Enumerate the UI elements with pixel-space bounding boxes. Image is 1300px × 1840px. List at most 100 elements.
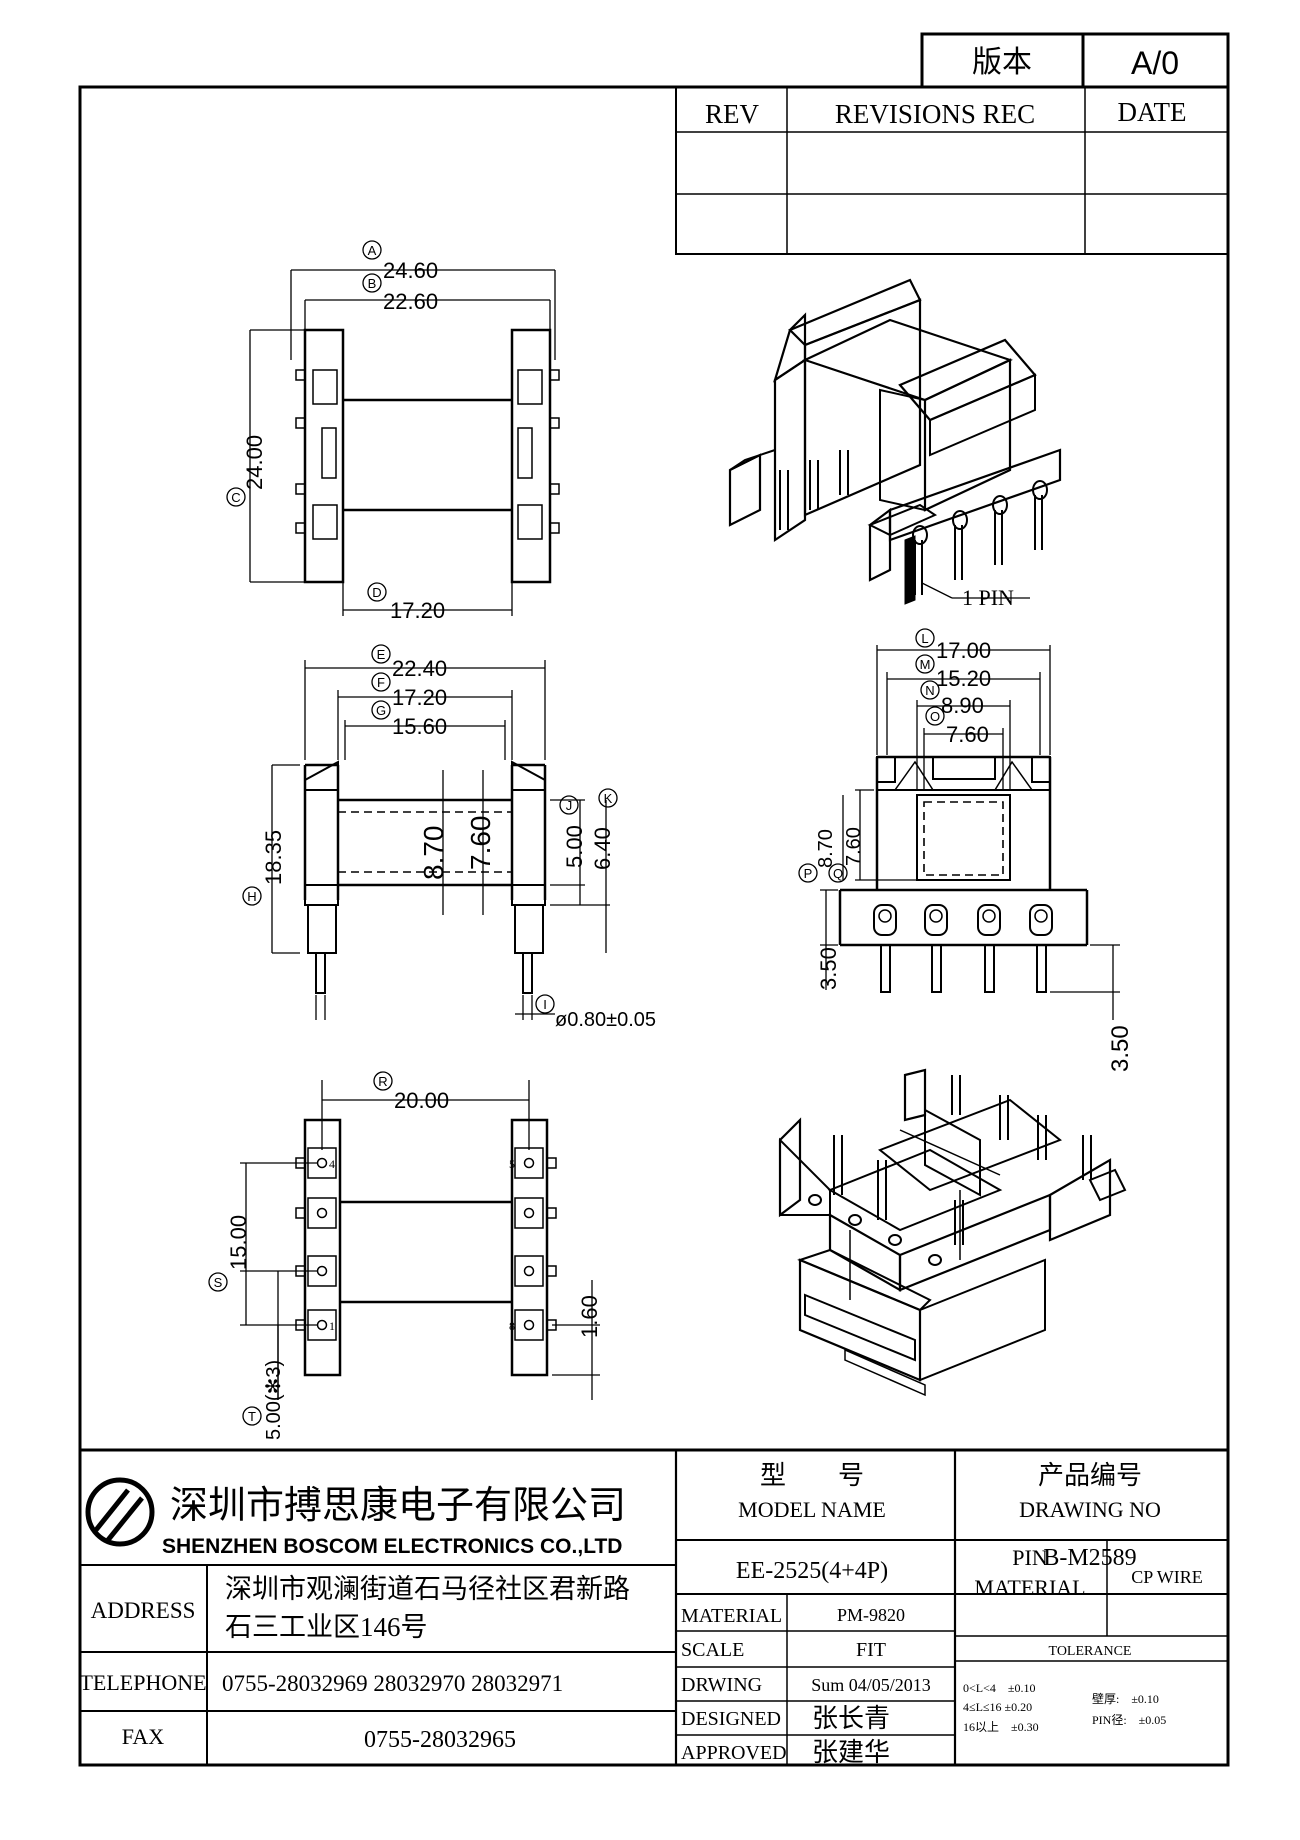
pin-5-label: 5: [509, 1157, 515, 1171]
dim-p: 8.70: [815, 829, 837, 868]
drawing-no-label-en: DRAWING NO: [1019, 1497, 1161, 1522]
bubble-a: A: [368, 243, 377, 258]
telephone-value: 0755-28032969 28032970 28032971: [222, 1671, 563, 1696]
address-label: ADDRESS: [91, 1598, 196, 1623]
pin-4-label: 4: [329, 1157, 335, 1171]
dim-pin-length-right: 3.50: [1107, 1025, 1134, 1072]
bubble-m: M: [920, 657, 931, 672]
model-value: EE-2525(4+4P): [736, 1558, 888, 1584]
drawing-no-label-cn: 产品编号: [1038, 1461, 1142, 1490]
bubble-j: J: [566, 798, 573, 813]
dim-m: 15.20: [936, 666, 991, 691]
bubble-e: E: [377, 647, 386, 662]
dim-s: 15.00: [226, 1215, 251, 1270]
bubble-q: Q: [833, 866, 843, 881]
bubble-l: L: [921, 631, 928, 646]
isometric-view-bottom: [778, 1068, 1127, 1397]
bubble-o: O: [930, 709, 940, 724]
bubble-b: B: [368, 276, 377, 291]
side-view: L 17.00 M 15.20 N 8.90 O 7.60 P 8.70 Q 7…: [798, 628, 1134, 1072]
revision-table: REV REVISIONS REC DATE: [675, 86, 1229, 255]
dim-t: 5.00(✻3): [263, 1360, 285, 1440]
bubble-s: S: [214, 1275, 223, 1290]
bottom-view: 4 1 5 8 R 20.00 S 15.00 T 5.00(✻3) 1.60: [208, 1071, 602, 1440]
dim-b: 22.60: [383, 289, 438, 314]
dim-l: 17.00: [936, 638, 991, 663]
pin1-callout: 1 PIN: [962, 585, 1014, 610]
front-view: E 22.40 F 17.20 G 15.60 H 18.35 8.70 7.6…: [242, 644, 656, 1031]
tolerance-pin: PIN径: ±0.05: [1092, 1713, 1166, 1727]
dim-pitch-small: 1.60: [577, 1295, 602, 1338]
tolerance-wall: 壁厚: ±0.10: [1092, 1691, 1159, 1706]
pin-material-label-2: MATERIAL: [974, 1575, 1085, 1600]
revision-version-box: 版本 A/0: [920, 32, 1230, 89]
top-view: A 24.60 B 22.60 C 24.00 D 17.20: [226, 240, 560, 623]
revisions-rec-header: REVISIONS REC: [835, 99, 1035, 129]
scale-label: SCALE: [681, 1639, 744, 1661]
dim-o: 7.60: [946, 722, 989, 747]
bubble-g: G: [376, 703, 386, 718]
date-header: DATE: [1118, 97, 1187, 127]
tolerance-label: TOLERANCE: [1049, 1644, 1132, 1659]
pin-1-label: 1: [329, 1319, 335, 1333]
bubble-c: C: [231, 490, 240, 505]
dim-g: 15.60: [392, 714, 447, 739]
dim-j: 5.00: [562, 825, 587, 868]
address-line-2: 石三工业区146号: [225, 1612, 428, 1642]
approved-value: 张建华: [812, 1738, 890, 1767]
bubble-h: H: [247, 889, 256, 904]
telephone-label: TELEPHONE: [79, 1670, 206, 1695]
address-line-1: 深圳市观澜街道石马径社区君新路: [225, 1574, 630, 1604]
dim-e: 22.40: [392, 656, 447, 681]
drawing-no-value: B-M2589: [1043, 1545, 1136, 1571]
model-label-en: MODEL NAME: [738, 1497, 886, 1522]
model-label-cn: 型 号: [760, 1461, 864, 1490]
company-name-cn: 深圳市搏思康电子有限公司: [170, 1485, 626, 1527]
material-value: PM-9820: [837, 1605, 905, 1625]
approved-label: APPROVED: [681, 1742, 787, 1764]
drawing-by-label: DRWING: [681, 1674, 762, 1696]
version-value: A/0: [1131, 45, 1179, 81]
pin-material-value: CP WIRE: [1131, 1567, 1203, 1587]
isometric-view-top: 1 PIN: [728, 278, 1062, 610]
dim-d: 17.20: [390, 598, 445, 623]
company-name-en: SHENZHEN BOSCOM ELECTRONICS CO.,LTD: [162, 1535, 622, 1558]
designed-label: DESIGNED: [681, 1708, 781, 1730]
bubble-t: T: [248, 1409, 256, 1424]
rev-header: REV: [705, 99, 760, 129]
dim-core-outer: 8.70: [418, 826, 449, 881]
fax-value: 0755-28032965: [364, 1727, 516, 1753]
bubble-d: D: [372, 585, 381, 600]
dim-core-inner: 7.60: [465, 816, 496, 871]
drawing-by-value: Sum 04/05/2013: [811, 1675, 931, 1695]
material-label: MATERIAL: [681, 1605, 782, 1627]
dim-q: 7.60: [843, 827, 865, 866]
dim-pin-length-left: 3.50: [816, 947, 841, 990]
dim-k: 6.40: [590, 827, 615, 870]
tolerance-range-2: 4≤L≤16 ±0.20: [963, 1700, 1032, 1714]
dim-a: 24.60: [383, 258, 438, 283]
dim-h: 18.35: [261, 830, 286, 885]
fax-label: FAX: [122, 1724, 164, 1749]
tolerance-range-1: 0<L<4 ±0.10: [963, 1681, 1035, 1695]
bubble-r: R: [378, 1074, 387, 1089]
designed-value: 张长青: [812, 1704, 890, 1733]
bubble-k: K: [604, 791, 613, 806]
scale-value: FIT: [856, 1639, 886, 1661]
dim-f: 17.20: [392, 685, 447, 710]
bubble-n: N: [925, 683, 934, 698]
sheet-border: [78, 85, 1230, 1767]
version-label: 版本: [972, 46, 1032, 79]
bubble-i: I: [543, 997, 547, 1012]
dim-n: 8.90: [941, 693, 984, 718]
bubble-p: P: [804, 866, 813, 881]
pin-8-label: 8: [509, 1319, 515, 1333]
title-block: 深圳市搏思康电子有限公司 SHENZHEN BOSCOM ELECTRONICS…: [79, 1448, 1228, 1767]
company-logo: [85, 1477, 155, 1547]
tolerance-range-3: 16以上 ±0.30: [963, 1720, 1039, 1734]
pin-material-label-1: PIN: [1012, 1545, 1048, 1570]
dim-r: 20.00: [394, 1088, 449, 1113]
dim-c: 24.00: [242, 435, 267, 490]
bubble-f: F: [377, 675, 385, 690]
